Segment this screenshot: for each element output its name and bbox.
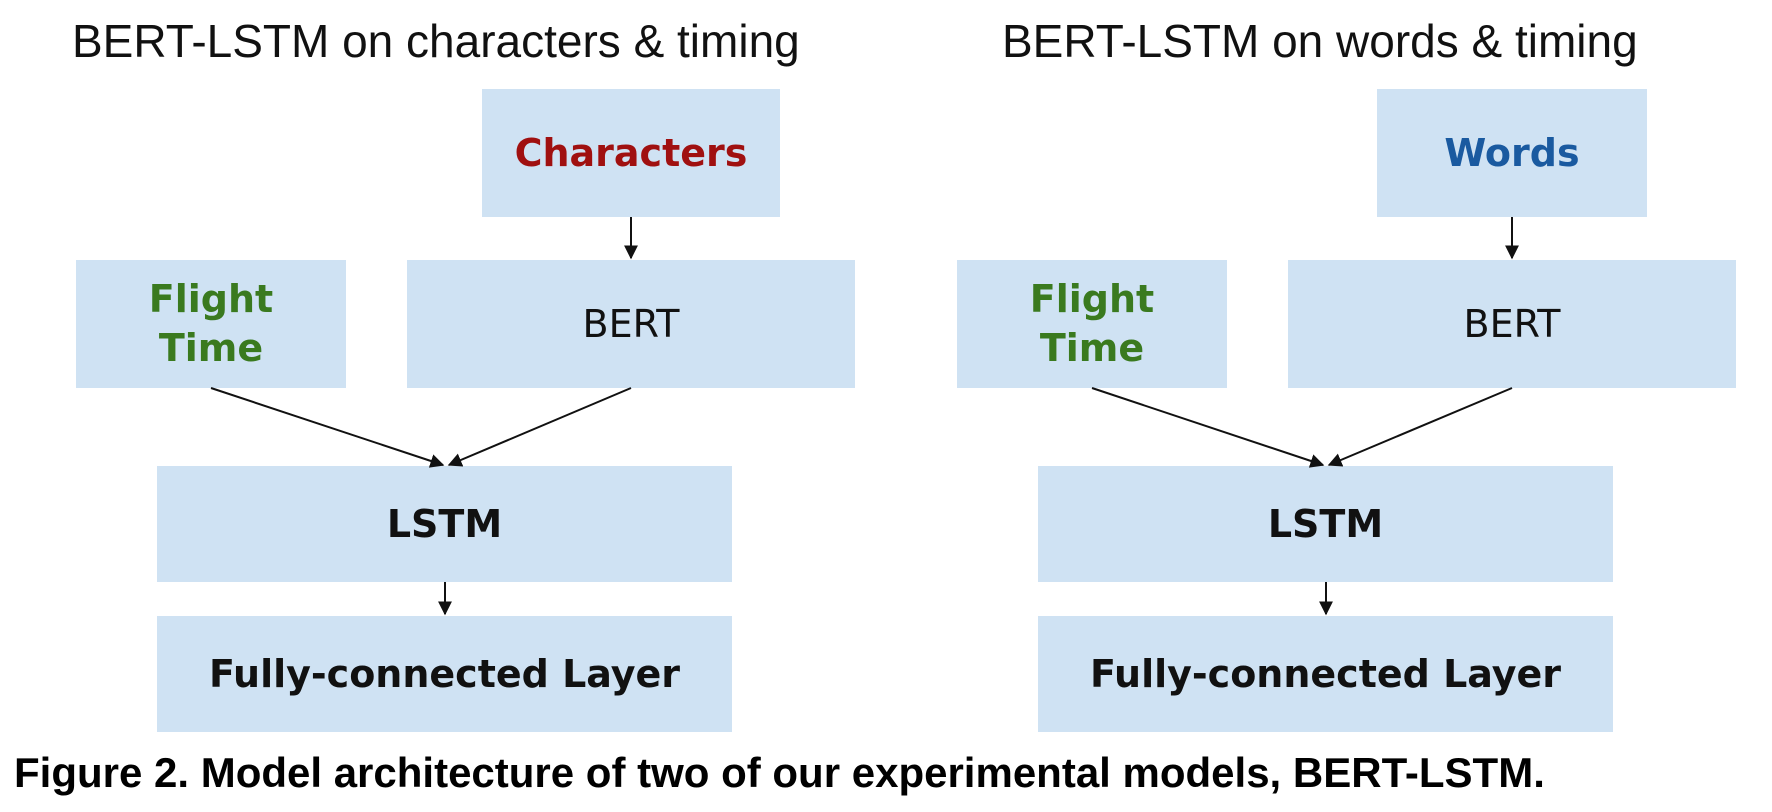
left-lstm-label: LSTM [386, 502, 503, 546]
right-lstm-label: LSTM [1267, 502, 1384, 546]
arrow-flight-to-lstm-left [210, 387, 445, 468]
left-bert-label: BERT [582, 302, 680, 346]
right-fc-box: Fully-connected Layer [1038, 616, 1613, 732]
arrow-bert-to-lstm-right [1327, 387, 1513, 467]
left-fc-label: Fully-connected Layer [208, 652, 681, 696]
right-flight-label: Flight [1029, 276, 1155, 321]
left-fc-box: Fully-connected Layer [157, 616, 732, 732]
arrow-flight-to-lstm-right [1091, 387, 1325, 468]
right-time-label: Time [1039, 326, 1145, 370]
left-time-label: Time [158, 326, 264, 370]
right-bert-box: BERT [1288, 260, 1736, 388]
left-panel-title: BERT-LSTM on characters & timing [72, 15, 800, 67]
right-bert-label: BERT [1463, 302, 1561, 346]
left-lstm-box: LSTM [157, 466, 732, 582]
figure-caption: Figure 2. Model architecture of two of o… [14, 749, 1545, 796]
words-label: Words [1444, 131, 1580, 175]
left-flight-label: Flight [148, 276, 274, 321]
left-bert-box: BERT [407, 260, 855, 388]
words-box: Words [1377, 89, 1647, 217]
left-flight-time-box: Flight Time [76, 260, 346, 388]
arrow-bert-to-lstm-left [447, 387, 632, 467]
right-fc-label: Fully-connected Layer [1089, 652, 1562, 696]
characters-label: Characters [514, 131, 748, 175]
right-panel-title: BERT-LSTM on words & timing [1002, 15, 1638, 67]
right-flight-time-box: Flight Time [957, 260, 1227, 388]
right-lstm-box: LSTM [1038, 466, 1613, 582]
characters-box: Characters [482, 89, 780, 217]
